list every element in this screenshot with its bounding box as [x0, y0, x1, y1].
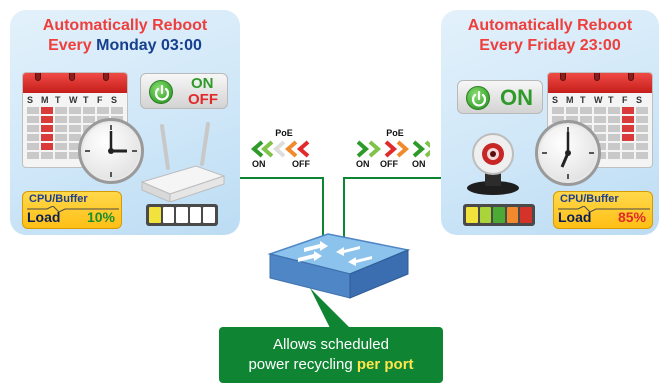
- load-segment: [149, 207, 161, 223]
- power-off-label: OFF: [188, 91, 218, 108]
- right-load-bar: [463, 204, 535, 226]
- feature-callout: Allows scheduled power recycling per por…: [219, 327, 443, 383]
- right-load-value: 85%: [617, 209, 646, 225]
- router-icon: [140, 122, 226, 202]
- left-panel-title: Automatically Reboot Every Monday 03:00: [42, 17, 208, 54]
- load-segment: [189, 207, 202, 223]
- right-panel-title: Automatically Reboot Every Friday 23:00: [467, 17, 633, 54]
- left-cpu-load-box: CPU/Buffer Load 10%: [22, 191, 122, 229]
- load-segment: [479, 207, 492, 223]
- load-segment: [520, 207, 532, 223]
- poe-right-indicator: PoE ON OFF ON: [350, 128, 440, 172]
- poe-right-arrows-icon: [356, 140, 430, 158]
- right-panel: Automatically Reboot Every Friday 23:00 …: [441, 10, 659, 235]
- ip-camera-icon: [467, 133, 519, 195]
- left-link-line: [226, 177, 324, 248]
- poe-left-arrows-icon: [250, 140, 310, 158]
- load-segment: [466, 207, 478, 223]
- poe-left-indicator: PoE ON OFF: [244, 128, 324, 172]
- left-panel: Automatically Reboot Every Monday 03:00 …: [10, 10, 240, 235]
- load-segment: [203, 207, 215, 223]
- left-load-bar: [146, 204, 218, 226]
- callout-pointer: [310, 288, 350, 328]
- clock-icon: [535, 120, 601, 186]
- load-segment: [493, 207, 505, 223]
- power-toggle[interactable]: ON OFF: [140, 73, 228, 109]
- power-on-label: ON: [191, 75, 214, 92]
- power-icon: [149, 80, 173, 104]
- clock-icon: [78, 118, 144, 184]
- load-segment: [162, 207, 175, 223]
- power-icon: [466, 86, 490, 110]
- power-on-label: ON: [500, 85, 533, 110]
- power-toggle[interactable]: ON: [457, 80, 543, 114]
- network-switch-icon: [267, 233, 411, 299]
- left-load-value: 10%: [86, 209, 115, 225]
- right-cpu-load-box: CPU/Buffer Load 85%: [553, 191, 653, 229]
- load-segment: [176, 207, 188, 223]
- load-segment: [506, 207, 519, 223]
- right-link-line: [343, 177, 474, 248]
